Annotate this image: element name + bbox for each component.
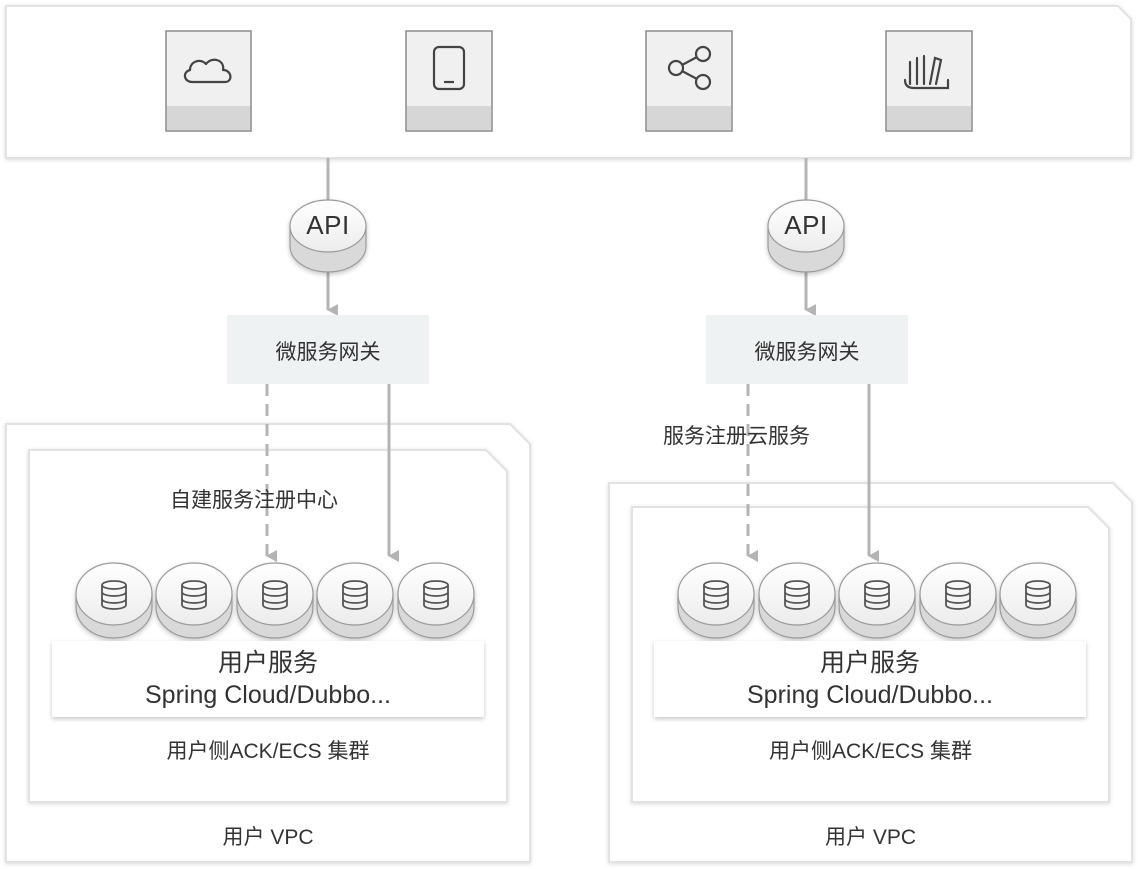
service-node (397, 562, 475, 639)
service-node (919, 562, 997, 639)
service-title-left: 用户服务 (217, 649, 318, 677)
service-node (236, 562, 314, 639)
service-title-right: 用户服务 (819, 649, 920, 677)
registry-note-left: 自建服务注册中心 (170, 489, 338, 512)
service-sub-right: Spring Cloud/Dubbo... (747, 681, 993, 709)
service-node (316, 562, 394, 639)
api-label-left: API (306, 210, 350, 240)
database-icon (1025, 580, 1051, 610)
gateway-label-right: 微服务网关 (754, 341, 860, 364)
service-node (758, 562, 836, 639)
database-icon (101, 580, 127, 610)
database-icon (423, 580, 449, 610)
library-tile (885, 30, 973, 132)
database-icon (262, 580, 288, 610)
database-icon (945, 580, 971, 610)
service-sub-left: Spring Cloud/Dubbo... (145, 681, 391, 709)
service-nodes-right (677, 562, 1077, 639)
service-node (677, 562, 755, 639)
library-icon (903, 54, 950, 90)
mobile-icon (432, 45, 466, 91)
database-icon (181, 580, 207, 610)
gateway-label-left: 微服务网关 (275, 341, 381, 364)
vpc-label-left: 用户 VPC (222, 826, 314, 849)
cluster-label-left: 用户侧ACK/ECS 集群 (166, 740, 370, 763)
service-node (155, 562, 233, 639)
database-icon (703, 580, 729, 610)
share-tile (645, 30, 733, 132)
registry-note-right: 服务注册云服务 (663, 425, 810, 448)
cloud-tile (165, 30, 252, 132)
cloud-icon (183, 58, 232, 84)
share-icon (667, 45, 712, 91)
api-label-right: API (784, 210, 828, 240)
vpc-label-right: 用户 VPC (824, 826, 916, 849)
service-node (838, 562, 916, 639)
service-node (999, 562, 1077, 639)
service-node (75, 562, 153, 639)
clients-panel (5, 5, 1132, 159)
database-icon (864, 580, 890, 610)
mobile-tile (405, 30, 493, 132)
database-icon (784, 580, 810, 610)
cluster-label-right: 用户侧ACK/ECS 集群 (768, 740, 973, 763)
service-nodes-left (75, 562, 475, 639)
database-icon (342, 580, 368, 610)
